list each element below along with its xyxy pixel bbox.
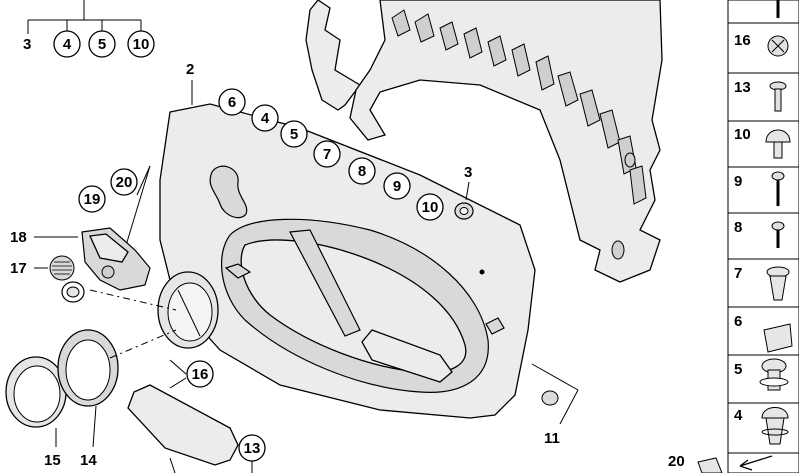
clip-bracket-icon (763, 323, 793, 353)
label-2: 2 (186, 61, 194, 78)
svg-text:9: 9 (393, 178, 401, 195)
callout-16[interactable]: 16 (186, 360, 214, 388)
label-11: 11 (544, 430, 560, 447)
ring-trim-15 (5, 356, 67, 428)
strip-label-5: 5 (734, 361, 742, 378)
callout-20[interactable]: 20 (110, 168, 138, 196)
svg-text:10: 10 (133, 36, 150, 53)
ring-trim-14 (57, 329, 119, 407)
callout-5[interactable]: 5 (280, 120, 308, 148)
arrow-icon (739, 455, 773, 471)
strip-label-13: 13 (734, 79, 751, 96)
callout-13[interactable]: 13 (238, 434, 266, 462)
svg-text:5: 5 (98, 36, 106, 53)
bottom-label-20: 20 (668, 453, 685, 470)
svg-text:10: 10 (422, 199, 439, 216)
label-17: 17 (10, 260, 27, 277)
countersunk-screw-icon (769, 81, 787, 112)
svg-text:6: 6 (228, 94, 236, 111)
svg-text:13: 13 (244, 440, 261, 457)
callout-4[interactable]: 4 (251, 104, 279, 132)
push-rivet-icon (759, 358, 789, 391)
callout-8[interactable]: 8 (348, 157, 376, 185)
expansion-rivet-icon (766, 266, 790, 301)
label-18: 18 (10, 229, 27, 246)
speaker-grille-16 (157, 271, 219, 349)
callout-6[interactable]: 6 (218, 88, 246, 116)
callout-10[interactable]: 10 (416, 193, 444, 221)
svg-text:5: 5 (290, 126, 298, 143)
tapping-screw-icon (771, 171, 785, 206)
callout-4-top[interactable]: 4 (53, 30, 81, 58)
label-3: 3 (464, 164, 472, 181)
star-clip-icon (767, 35, 789, 57)
strip-label-10: 10 (734, 126, 751, 143)
label-15: 15 (44, 452, 61, 469)
label-14: 14 (80, 452, 97, 469)
plug-part-3 (454, 202, 474, 220)
strip-label-6: 6 (734, 313, 742, 330)
top-left-callout-group: 3 4 5 10 (23, 0, 155, 58)
strip-label-16: 16 (734, 32, 751, 49)
svg-text:8: 8 (358, 163, 366, 180)
svg-text:16: 16 (192, 366, 209, 383)
cap-part-11 (541, 390, 559, 406)
callout-9[interactable]: 9 (383, 172, 411, 200)
parts-strip: 16 13 10 9 8 7 (727, 0, 799, 473)
mushroom-clip-icon (765, 129, 791, 159)
short-screw-icon (771, 221, 785, 248)
label-3-top: 3 (23, 36, 31, 53)
door-carrier-frame (305, 0, 663, 283)
svg-text:4: 4 (261, 110, 270, 127)
strip-label-9: 9 (734, 173, 742, 190)
fir-tree-clip-icon (761, 407, 789, 445)
callout-5-top[interactable]: 5 (88, 30, 116, 58)
strip-label-4: 4 (734, 407, 743, 424)
callout-19[interactable]: 19 (78, 185, 106, 213)
handle-trim-13 (127, 384, 239, 466)
svg-text:7: 7 (323, 146, 331, 163)
strip-label-7: 7 (734, 265, 742, 282)
strip-label-8: 8 (734, 219, 742, 236)
svg-text:4: 4 (63, 36, 72, 53)
svg-text:20: 20 (116, 174, 133, 191)
clip-20-icon (697, 457, 723, 473)
callout-7[interactable]: 7 (313, 140, 341, 168)
callout-10-top[interactable]: 10 (127, 30, 155, 58)
callout-chain: 6 4 5 7 8 9 10 (218, 88, 444, 221)
speaker-housing (49, 227, 151, 303)
svg-text:19: 19 (84, 191, 101, 208)
door-trim-panel (159, 103, 536, 419)
